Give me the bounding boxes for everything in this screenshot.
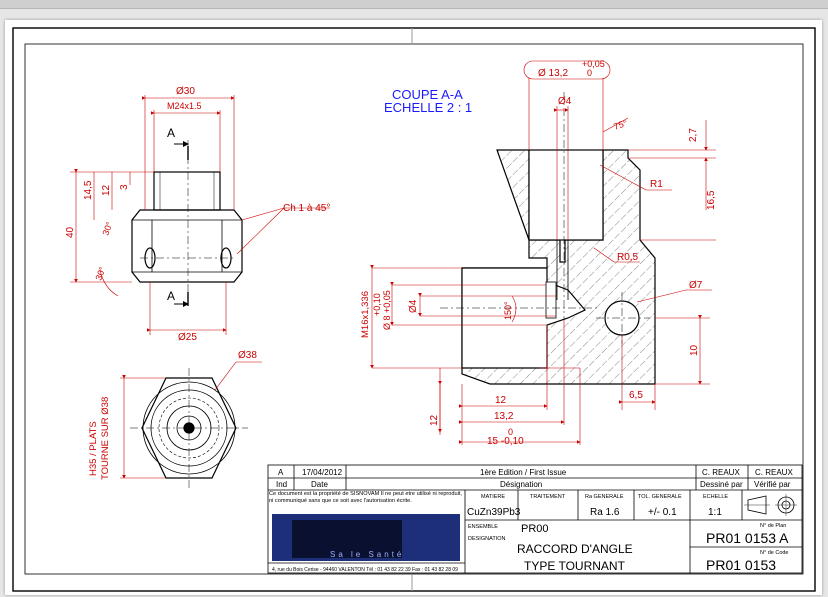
echelle-label: ECHELLE — [703, 494, 728, 500]
dim-h35: H35 / PLATS — [88, 421, 99, 476]
section-title: COUPE A-A — [392, 87, 463, 102]
dim-d8: Ø 8 +0,05 — [382, 290, 392, 330]
dim-13-2b: 13,2 — [494, 411, 514, 422]
dim-d7: Ø7 — [689, 280, 703, 291]
dim-tol-p010: +0,10 — [372, 293, 382, 316]
title-block — [267, 464, 803, 574]
dim-d30: Ø30 — [176, 86, 195, 97]
top-view-hexagon — [130, 368, 248, 488]
dim-tol-up: +0,05 — [582, 59, 605, 69]
dim-16-5: 16,5 — [706, 190, 717, 210]
dim-r0-5: R0,5 — [617, 252, 639, 263]
dim-d13-2: Ø 13,2 — [538, 68, 568, 79]
redaction-overlay — [292, 520, 402, 558]
hdr-ind: Ind — [276, 480, 287, 489]
elevation-view — [131, 140, 243, 300]
viewer-toolbar-edge — [0, 0, 828, 9]
drawing-sheet: A A Ø30 M24x1.5 40 14,5 12 3 30° 30° Ch … — [5, 20, 822, 595]
rev-drawn: C. REAUX — [702, 468, 740, 477]
dim-3: 3 — [119, 184, 130, 190]
dim-14-5: 14,5 — [83, 180, 94, 200]
dim-15: 15 -0,10 — [487, 436, 524, 447]
rev-ind: A — [278, 468, 284, 477]
dim-40: 40 — [65, 226, 76, 238]
echelle-value: 1:1 — [708, 507, 722, 518]
section-label-a-top: A — [167, 126, 175, 140]
hdr-checked: Vérifié par — [754, 480, 791, 489]
plan-label: N° de Plan — [760, 523, 786, 529]
matiere-label: MATIERE — [481, 494, 505, 500]
plan-number: PR01 0153 A — [706, 530, 789, 546]
projection-symbol-icon — [744, 494, 797, 516]
technical-drawing: A A Ø30 M24x1.5 40 14,5 12 3 30° 30° Ch … — [12, 27, 816, 592]
designation-label: DESIGNATION — [468, 536, 506, 542]
designation-line2: TYPE TOURNANT — [524, 559, 626, 573]
inner-frame — [24, 43, 804, 575]
dim-r1: R1 — [650, 179, 663, 190]
dim-2-7: 2,7 — [688, 128, 699, 142]
dim-d38: Ø38 — [238, 350, 257, 361]
traitement-label: TRAITEMENT — [530, 494, 566, 500]
code-label: N° de Code — [760, 550, 789, 556]
rev-date: 17/04/2012 — [302, 468, 343, 477]
ensemble-label: ENSEMBLE — [468, 524, 498, 530]
dim-30deg-2: 30° — [93, 265, 107, 282]
dim-zero: 0 — [508, 427, 513, 437]
dim-d4-top: Ø4 — [558, 96, 572, 107]
matiere-value: CuZn39Pb3 — [467, 507, 521, 518]
dim-12-left: 12 — [429, 414, 440, 426]
dim-150deg: 150° — [503, 301, 513, 320]
dim-12-bottom: 12 — [495, 395, 507, 406]
dim-m16: M16x1,336 — [360, 291, 371, 338]
hdr-drawn: Dessiné par — [700, 480, 743, 489]
section-view — [461, 149, 656, 385]
dim-d4-left: Ø4 — [408, 299, 419, 313]
designation-line1: RACCORD D'ANGLE — [517, 542, 633, 556]
company-fragment: Sa le Santé — [330, 550, 404, 559]
company-address: 4, rue du Bois Cerise - 94460 VALENTON T… — [272, 567, 458, 573]
dim-chamfer: Ch 1 à 45° — [283, 203, 330, 214]
section-label-a-bottom: A — [167, 289, 175, 303]
dim-75deg: 75° — [612, 118, 629, 132]
outer-frame — [12, 27, 816, 592]
rev-designation: 1ère Edition / First Issue — [480, 468, 567, 477]
code-number: PR01 0153 — [706, 557, 776, 573]
ra-label: Ra GENERALE — [585, 494, 624, 500]
dim-d25: Ø25 — [178, 332, 197, 343]
tol-label: TOL. GENERALE — [638, 494, 682, 500]
hdr-designation: Désignation — [500, 480, 542, 489]
dim-10: 10 — [689, 344, 700, 356]
dim-tol-zero: 0 — [587, 68, 592, 78]
dim-6-5: 6,5 — [629, 390, 643, 401]
dim-12: 12 — [101, 184, 112, 196]
dim-tourne: TOURNE SUR Ø38 — [100, 397, 111, 480]
ensemble-value: PR00 — [521, 523, 549, 535]
confidentiality-notice: Ce document est la propriété de SISNOVAM… — [269, 491, 462, 504]
ra-value: Ra 1.6 — [590, 507, 620, 518]
tol-value: +/- 0.1 — [648, 507, 677, 518]
rev-checked: C. REAUX — [755, 468, 793, 477]
section-scale: ECHELLE 2 : 1 — [384, 100, 472, 115]
dim-m24: M24x1.5 — [167, 101, 202, 111]
hdr-date: Date — [311, 480, 328, 489]
dim-30deg: 30° — [100, 220, 114, 237]
